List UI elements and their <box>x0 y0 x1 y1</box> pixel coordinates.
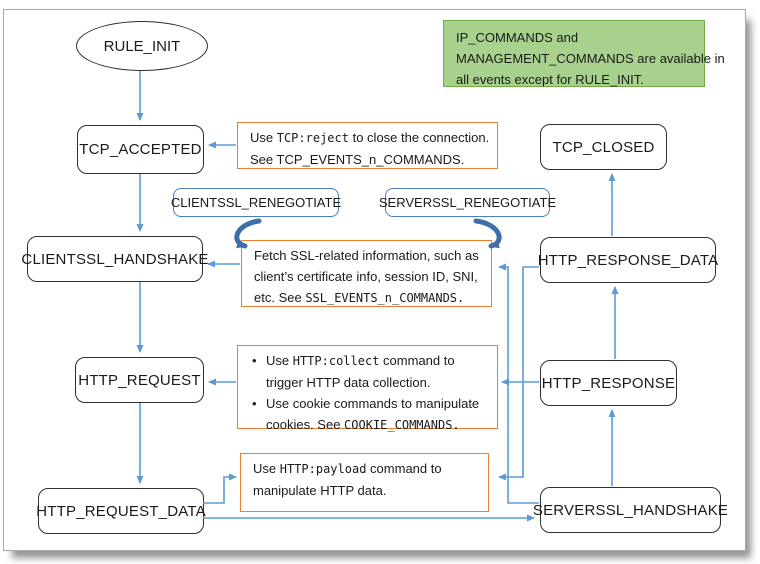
node-serverssl-handshake-label: SERVERSSL_HANDSHAKE <box>532 501 729 519</box>
note-code: TCP:reject <box>276 131 349 145</box>
node-http-response: HTTP_RESPONSE <box>540 360 677 406</box>
note-line: trigger HTTP data collection. <box>266 375 431 390</box>
node-http-request-label: HTTP_REQUEST <box>78 371 201 389</box>
node-serverssl-renegotiate: SERVERSSL_RENEGOTIATE <box>379 188 556 217</box>
note-line: cookies. See COOKIE_COMMANDS. <box>266 414 497 436</box>
node-clientssl-handshake: CLIENTSSL_HANDSHAKE <box>21 236 208 282</box>
note-text: cookies. See <box>266 417 345 432</box>
note-http-payload: Use HTTP:payload command to manipulate H… <box>240 453 489 512</box>
callout-line: MANAGEMENT_COMMANDS are available in <box>456 51 725 66</box>
node-http-request-data: HTTP_REQUEST_DATA <box>36 488 206 534</box>
node-http-response-label: HTTP_RESPONSE <box>541 374 676 392</box>
note-text: etc. See <box>254 290 306 305</box>
note-line: Use HTTP:collect command to <box>266 350 497 372</box>
note-code: HTTP:collect <box>292 354 380 368</box>
callout-line: IP_COMMANDS and <box>456 30 579 45</box>
note-text: command to <box>379 353 455 368</box>
node-clientssl-handshake-label: CLIENTSSL_HANDSHAKE <box>21 250 209 268</box>
note-code: SSL_EVENTS_n_COMMANDS. <box>305 291 465 305</box>
node-http-request-data-label: HTTP_REQUEST_DATA <box>36 502 206 520</box>
note-tcp-reject: Use TCP:reject to close the connection. … <box>237 122 498 169</box>
note-line: Use HTTP:payload command to <box>253 458 488 480</box>
note-line: Use TCP:reject to close the connection. <box>250 127 497 149</box>
note-line: manipulate HTTP data. <box>253 483 387 498</box>
note-text: Use <box>266 353 293 368</box>
note-bullet-list: Use HTTP:collect command to trigger HTTP… <box>250 350 497 436</box>
note-bullet: Use cookie commands to manipulate cookie… <box>250 393 497 436</box>
node-http-response-data: HTTP_RESPONSE_DATA <box>537 237 719 283</box>
node-tcp-closed-label: TCP_CLOSED <box>552 138 655 156</box>
note-line: client’s certificate info, session ID, S… <box>254 269 478 284</box>
callout-commands-note: IP_COMMANDS and MANAGEMENT_COMMANDS are … <box>443 20 725 87</box>
node-http-response-data-label: HTTP_RESPONSE_DATA <box>537 251 719 269</box>
note-line: See TCP_EVENTS_n_COMMANDS. <box>250 152 465 167</box>
node-http-request: HTTP_REQUEST <box>75 357 204 403</box>
node-serverssl-handshake: SERVERSSL_HANDSHAKE <box>533 487 728 533</box>
node-clientssl-renegotiate: CLIENTSSL_RENEGOTIATE <box>170 188 342 217</box>
note-text: command to <box>366 461 442 476</box>
note-line: etc. See SSL_EVENTS_n_COMMANDS. <box>254 287 491 309</box>
node-tcp-accepted: TCP_ACCEPTED <box>77 125 204 174</box>
note-line: Use cookie commands to manipulate <box>266 396 480 411</box>
node-clientssl-renegotiate-label: CLIENTSSL_RENEGOTIATE <box>170 195 342 210</box>
callout-line: all events except for RULE_INIT. <box>456 72 644 87</box>
node-rule-init: RULE_INIT <box>76 21 208 71</box>
note-http-collect-cookies: Use HTTP:collect command to trigger HTTP… <box>237 345 498 432</box>
note-text: Use <box>250 130 277 145</box>
node-serverssl-renegotiate-label: SERVERSSL_RENEGOTIATE <box>378 195 557 210</box>
note-code: HTTP:payload <box>279 462 367 476</box>
note-text: Use <box>253 461 280 476</box>
note-code: COOKIE_COMMANDS. <box>344 418 460 432</box>
node-rule-init-label: RULE_INIT <box>103 37 181 55</box>
note-ssl-info: Fetch SSL-related information, such as c… <box>241 240 492 307</box>
note-line: Fetch SSL-related information, such as <box>254 248 479 263</box>
note-text: to close the connection. <box>348 130 490 145</box>
node-tcp-closed: TCP_CLOSED <box>540 124 667 170</box>
note-bullet: Use HTTP:collect command to trigger HTTP… <box>250 350 497 393</box>
node-tcp-accepted-label: TCP_ACCEPTED <box>79 141 202 158</box>
